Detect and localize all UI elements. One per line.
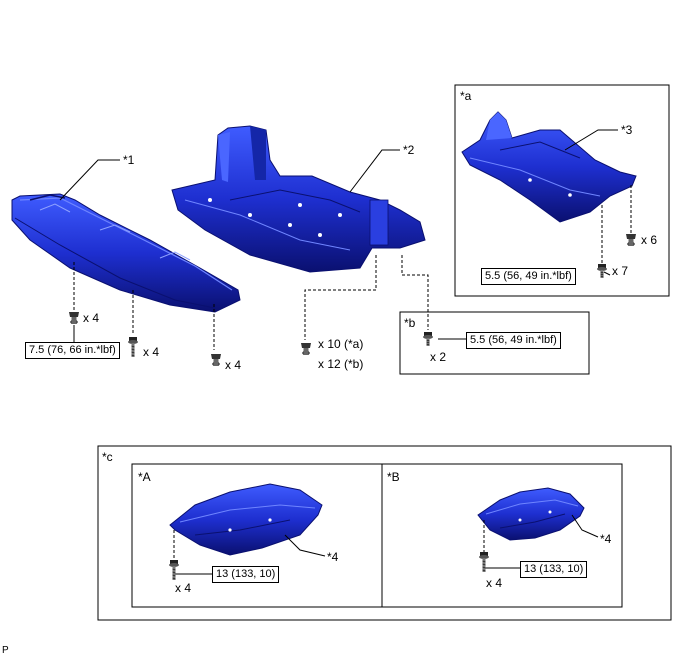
box-c-frame	[97, 445, 672, 621]
callout-part-2: *2	[403, 143, 415, 157]
part-4-cover-variant-B	[477, 487, 585, 541]
torque-spec: 13 (133, 10)	[212, 566, 280, 583]
qty-label: x 4	[83, 311, 100, 325]
clip-icon	[69, 312, 79, 324]
qty-label: x 6	[641, 233, 658, 247]
callout-part-4-b: *4	[600, 532, 612, 546]
torque-spec: 5.5 (56, 49 in.*lbf)	[481, 268, 576, 285]
qty-label: x 4	[225, 358, 242, 372]
qty-label: x 2	[430, 350, 447, 364]
qty-label: x 4	[143, 345, 160, 359]
callout-part-3: *3	[621, 123, 633, 137]
box-c-sub-b-frame	[381, 463, 623, 608]
part-4-cover-variant-A	[169, 483, 323, 556]
box-c-label: *c	[102, 450, 113, 464]
box-a-frame	[454, 84, 670, 297]
qty-label: x 4	[175, 581, 192, 595]
box-a-label: *a	[460, 89, 472, 103]
qty-label: x 10 (*a)	[318, 337, 364, 351]
part-1-front-cover	[11, 193, 241, 313]
part-3-under-cover-variant-a	[461, 111, 637, 223]
box-b-label: *b	[404, 316, 416, 330]
qty-label: x 4	[486, 576, 503, 590]
footer-code: P	[2, 645, 9, 656]
bolt-icon	[596, 263, 608, 279]
bolt-icon	[168, 559, 180, 581]
torque-spec: 7.5 (76, 66 in.*lbf)	[25, 342, 120, 359]
sub-b-label: *B	[387, 470, 400, 484]
qty-label: x 12 (*b)	[318, 357, 364, 371]
sub-a-label: *A	[138, 470, 151, 484]
qty-label: x 7	[612, 264, 629, 278]
clip-icon	[301, 343, 311, 355]
leader-lines	[59, 129, 618, 575]
box-b-frame	[399, 311, 590, 375]
clip-icon	[626, 234, 636, 246]
bolt-icon	[127, 336, 139, 358]
callout-part-4-a: *4	[327, 550, 339, 564]
torque-spec: 5.5 (56, 49 in.*lbf)	[466, 332, 561, 349]
part-2-engine-under-cover	[171, 125, 426, 273]
torque-spec: 13 (133, 10)	[520, 561, 588, 578]
bolt-icon	[422, 331, 434, 347]
dashed-leaders	[73, 185, 632, 560]
clip-icon	[211, 354, 221, 366]
callout-part-1: *1	[123, 153, 135, 167]
bolt-icon	[478, 551, 490, 573]
